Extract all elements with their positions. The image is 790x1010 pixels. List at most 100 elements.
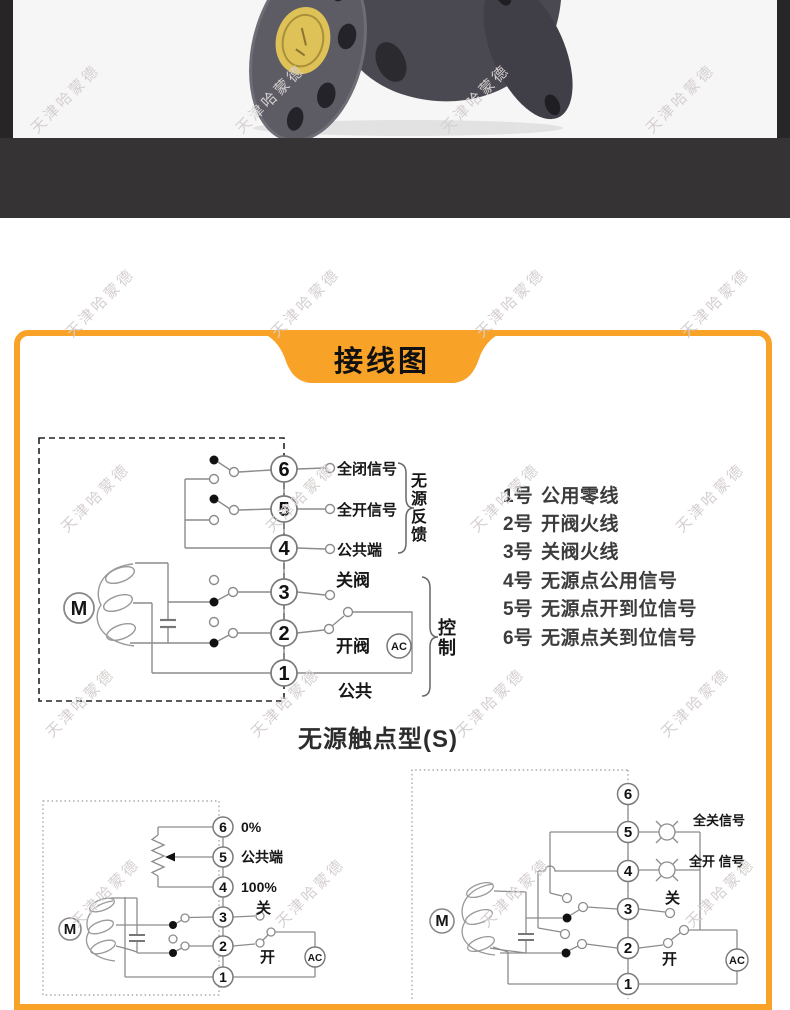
terminal-2: 2 <box>624 940 632 957</box>
motor-winding <box>96 563 136 647</box>
list-item: 3号关阀火线 <box>503 537 697 565</box>
dark-band <box>0 138 790 218</box>
capacitor-symbol <box>160 618 176 629</box>
potentiometer-symbol <box>150 834 166 877</box>
valve-left-flange <box>249 0 367 138</box>
motor-symbol: M <box>58 917 82 941</box>
terminal-5: 5 <box>624 824 632 841</box>
terminal-number: 6号 <box>503 627 533 649</box>
terminal-circles: 6 5 4 3 2 1 <box>270 455 298 687</box>
terminal-number: 3号 <box>503 542 533 564</box>
terminal-description-list: 1号公用零线 2号开阀火线 3号关阀火线 4号无源点公用信号 5号无源点开到位信… <box>503 480 697 650</box>
dotted-box <box>42 800 220 996</box>
label-common-terminal: 公共端 <box>337 541 382 559</box>
ac-label: AC <box>308 953 322 964</box>
terminal-description: 无源点公用信号 <box>541 570 678 592</box>
open-contacts <box>168 911 276 951</box>
label-common: 公共 <box>338 682 372 701</box>
motor-label: M <box>71 598 88 620</box>
label-open-signal: 全开信号 <box>336 501 397 519</box>
open-contacts <box>559 892 690 950</box>
label-close: 关 <box>665 889 680 907</box>
terminal-description: 关阀火线 <box>541 542 620 564</box>
lamp-icon <box>655 820 679 844</box>
motor-winding <box>85 897 117 962</box>
terminal-description: 开阀火线 <box>541 514 620 536</box>
terminal-description: 无源点开到位信号 <box>541 599 698 621</box>
valve-body-opening <box>375 42 407 82</box>
product-photo <box>13 0 777 138</box>
wiring-tab: 接线图 <box>250 330 514 386</box>
terminal-1: 1 <box>219 969 227 985</box>
label-close-valve: 关阀 <box>336 570 370 590</box>
list-item: 1号公用零线 <box>503 480 697 508</box>
label-full-close-signal: 全关信号 <box>692 813 745 828</box>
actuator-dashed-box <box>38 437 285 702</box>
label-common-terminal: 公共端 <box>241 849 283 865</box>
terminal-number: 4号 <box>503 570 533 592</box>
capacitor-symbol <box>129 934 145 942</box>
terminal-2: 2 <box>219 938 227 954</box>
motor-label: M <box>435 913 448 930</box>
label-close: 关 <box>256 899 271 917</box>
control-brace <box>421 576 439 697</box>
terminal-circles: 6 5 4 3 2 1 <box>616 782 640 996</box>
list-item: 2号开阀火线 <box>503 508 697 536</box>
diagram-caption: 无源触点型(S) <box>298 726 458 753</box>
list-item: 6号无源点关到位信号 <box>503 622 697 650</box>
closed-contacts <box>209 455 219 648</box>
terminal-description: 公用零线 <box>541 485 620 507</box>
ac-power-symbol: AC <box>386 633 412 659</box>
motor-winding <box>461 881 496 956</box>
valve-image <box>249 0 573 138</box>
terminal-1: 1 <box>278 663 289 685</box>
wiper-arrow <box>165 852 175 862</box>
label-full-open-signal: 全开 信号 <box>688 854 745 869</box>
terminal-1: 1 <box>624 976 632 993</box>
control-group-label: 控制 <box>436 618 456 658</box>
terminal-4: 4 <box>219 879 227 895</box>
closed-contacts <box>169 921 177 957</box>
potentiometer-wiring-diagram: M AC 6 5 4 3 2 1 0% 公共端 100% 关 开 <box>42 800 326 996</box>
feedback-brace <box>397 462 415 554</box>
dotted-box <box>411 769 629 999</box>
terminal-number: 2号 <box>503 514 533 536</box>
main-wiring-diagram: M AC 6 5 4 3 2 1 全闭信号 全开信号 公共端 关阀 开阀 公共 <box>38 437 439 702</box>
wires <box>111 826 316 978</box>
closed-contacts <box>561 913 572 958</box>
terminal-circles: 6 5 4 3 2 1 <box>212 816 234 988</box>
terminal-2: 2 <box>278 623 289 645</box>
terminal-6: 6 <box>624 786 632 803</box>
terminal-3: 3 <box>219 909 227 925</box>
lamp-icon <box>655 858 679 882</box>
lamp-feedback-wiring-diagram: M AC 6 5 4 3 2 1 全关信号 全开 信号 关 开 <box>411 769 749 999</box>
wiring-tab-title: 接线图 <box>334 345 430 378</box>
label-open-valve: 开阀 <box>336 636 370 656</box>
list-item: 5号无源点开到位信号 <box>503 594 697 622</box>
terminal-number: 5号 <box>503 599 533 621</box>
label-0-percent: 0% <box>241 819 262 835</box>
ac-power-symbol: AC <box>304 946 326 968</box>
motor-symbol: M <box>429 908 455 934</box>
label-open: 开 <box>260 949 275 966</box>
terminal-description: 无源点关到位信号 <box>541 627 698 649</box>
feedback-group-label: 无源反馈 <box>408 472 425 544</box>
terminal-4: 4 <box>278 538 290 560</box>
tab-shape <box>250 330 514 383</box>
label-open: 开 <box>662 951 677 968</box>
ac-label: AC <box>729 955 745 967</box>
terminal-number: 1号 <box>503 485 533 507</box>
terminal-3: 3 <box>278 582 289 604</box>
photo-left-bar <box>0 0 13 138</box>
photo-right-bar <box>777 0 790 138</box>
motor-label: M <box>64 921 77 938</box>
terminal-6: 6 <box>219 819 227 835</box>
motor-symbol: M <box>63 592 95 624</box>
group-braces <box>397 462 439 697</box>
list-item: 4号无源点公用信号 <box>503 565 697 593</box>
ac-power-symbol: AC <box>725 948 749 972</box>
ac-label: AC <box>391 641 407 653</box>
terminal-6: 6 <box>278 459 289 481</box>
label-100-percent: 100% <box>241 879 277 895</box>
terminal-3: 3 <box>624 901 632 918</box>
